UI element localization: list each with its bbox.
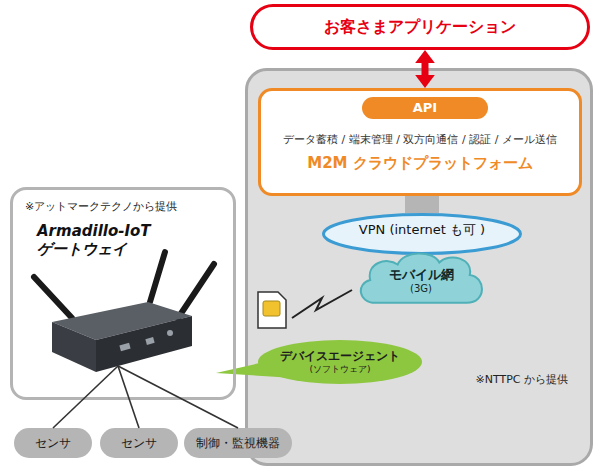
device-pill: センサ (14, 428, 92, 458)
node-text: 制御・監視機器 (196, 436, 280, 451)
device-wire (53, 366, 118, 428)
antenna (178, 264, 214, 318)
vpn-ellipse: VPN (internet も可 ) (322, 213, 522, 255)
device-led (167, 330, 173, 336)
antenna (150, 252, 165, 302)
node-text: お客さまアプリケーション (324, 17, 516, 37)
connector-bar (405, 196, 439, 213)
cloud-outline (361, 253, 482, 302)
node-text: データ蓄積 / 端末管理 / 双方向通信 / 認証 / メール送信 (283, 133, 557, 147)
device-wire (118, 366, 238, 428)
node-text: Armadillo-IoT ゲートウェイ (37, 222, 167, 258)
sim-card-body (258, 292, 286, 328)
node-text: (ソフトウェア) (309, 364, 370, 375)
sim-card (258, 292, 286, 328)
device-port (145, 337, 154, 345)
node-text: モバイル網 (389, 267, 454, 283)
radio-bolt (292, 290, 352, 318)
node-text: センサ (121, 436, 157, 451)
antenna (34, 277, 72, 318)
provider-region: ※NTTPC から提供 データ蓄積 / 端末管理 / 双方向通信 / 認証 / メ… (245, 68, 593, 466)
device-pill: センサ (100, 428, 178, 458)
bubble-body (258, 340, 422, 384)
node-text: (3G) (410, 283, 432, 296)
device-pill: 制御・監視機器 (184, 428, 292, 458)
bidirectional-arrow (422, 63, 429, 75)
platform-box: データ蓄積 / 端末管理 / 双方向通信 / 認証 / メール送信 M2M クラウ… (258, 88, 582, 196)
agent-bubble: デバイスエージェント(ソフトウェア) (258, 340, 422, 384)
node-text: M2M クラウドプラットフォーム (307, 154, 533, 173)
node-text: API (413, 100, 437, 116)
sim-chip (263, 301, 280, 316)
node-text: センサ (35, 436, 71, 451)
device-port (119, 343, 130, 351)
node-text: VPN (internet も可 ) (359, 222, 485, 238)
mobile-network-cloud: モバイル網(3G) (355, 249, 487, 307)
node-text: ※NTTPC から提供 (475, 373, 568, 387)
ellipse-outline (324, 215, 521, 254)
application-box: お客さまアプリケーション (250, 4, 590, 50)
node-text: デバイスエージェント (280, 349, 400, 364)
device-side (52, 322, 96, 372)
gateway-device (34, 252, 214, 372)
node-text: ※アットマークテクノから提供 (25, 200, 177, 214)
device-front (96, 316, 192, 372)
api-pill: API (362, 97, 488, 119)
